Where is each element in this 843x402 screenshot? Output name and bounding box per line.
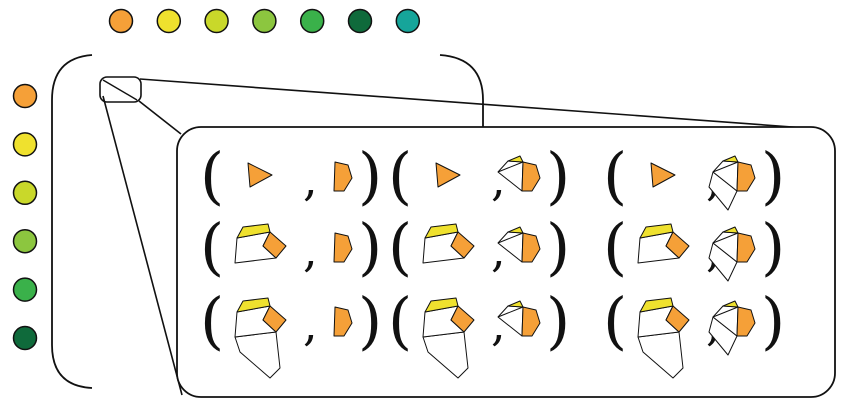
pair-cell: (,) [200, 284, 382, 379]
open-paren: ( [388, 284, 412, 357]
right-bracket [439, 54, 484, 127]
orange-pentagon-shape [521, 306, 541, 337]
light-green-dot [12, 228, 38, 254]
pair-cell: (,) [388, 284, 570, 379]
yellow-tip-region [722, 300, 739, 308]
close-paren: ) [546, 284, 570, 357]
comma-separator: , [303, 223, 318, 277]
yellow-dot [156, 8, 182, 34]
pair-cell: (,) [603, 210, 785, 283]
yellow-tip-region [507, 300, 524, 308]
open-paren: ( [388, 210, 412, 283]
orange-triangle-shape [247, 162, 273, 188]
left-bracket [51, 54, 93, 389]
inner-edge [497, 161, 524, 173]
inner-edge [497, 306, 524, 318]
yellow-tip-region [722, 226, 739, 234]
orange-pentagon-shape [521, 232, 541, 263]
orange-wing-region [450, 231, 475, 259]
orange-triangle-shape [650, 162, 676, 188]
left-color-dots [12, 83, 38, 351]
close-paren: ) [761, 284, 785, 357]
pair-cell: (,) [200, 139, 382, 212]
top-color-dots [108, 8, 421, 34]
comma-separator: , [303, 152, 318, 206]
dark-green-dot [12, 325, 38, 351]
green-dot [299, 8, 325, 34]
pair-cell: (,) [603, 284, 785, 379]
open-paren: ( [388, 139, 412, 212]
yellow-cap-region [639, 223, 674, 239]
yellow-cap-region [236, 223, 271, 239]
open-paren: ( [603, 210, 627, 283]
zoom-line-top [139, 78, 807, 129]
yellow-cap-region [639, 297, 674, 313]
yellow-tip-region [507, 226, 524, 234]
pair-grid: (,)(,)(,)(,)(,)(,)(,)(,)(,) [200, 139, 785, 379]
orange-pentagon-shape [521, 161, 541, 192]
yellow-tip-region [507, 155, 524, 163]
lime-dot [12, 180, 38, 206]
orange-triangle-shape [435, 162, 461, 188]
pair-cell: (,) [603, 139, 785, 212]
pair-cell: (,) [388, 210, 570, 283]
yellow-tip-region [722, 155, 739, 163]
orange-wing-region [262, 305, 287, 333]
pair-cell: (,) [200, 210, 382, 283]
pair-cell: (,) [388, 139, 570, 212]
close-paren: ) [546, 210, 570, 283]
yellow-cap-region [424, 223, 459, 239]
close-paren: ) [761, 210, 785, 283]
orange-pentagon-shape [333, 161, 353, 192]
comma-separator: , [491, 223, 506, 277]
open-paren: ( [603, 284, 627, 357]
orange-wing-region [665, 231, 690, 259]
inner-edge [712, 306, 739, 318]
orange-dot [12, 83, 38, 109]
zoom-source-rect [99, 76, 142, 103]
orange-pentagon-shape [736, 306, 756, 337]
inner-edge [497, 232, 524, 244]
close-paren: ) [761, 139, 785, 212]
inner-edge [712, 232, 739, 244]
orange-wing-region [262, 231, 287, 259]
close-paren: ) [358, 210, 382, 283]
orange-pentagon-shape [736, 232, 756, 263]
teal-dot [395, 8, 421, 34]
close-paren: ) [546, 139, 570, 212]
comma-separator: , [491, 152, 506, 206]
lime-dot [204, 8, 229, 34]
open-paren: ( [200, 210, 224, 283]
close-paren: ) [358, 284, 382, 357]
yellow-cap-region [424, 297, 459, 313]
yellow-cap-region [236, 297, 271, 313]
orange-pentagon-shape [333, 232, 353, 263]
inner-edge [712, 161, 739, 173]
dark-green-dot [347, 8, 373, 34]
orange-wing-region [665, 305, 690, 333]
open-paren: ( [200, 284, 224, 357]
orange-pentagon-shape [736, 161, 756, 192]
yellow-dot [12, 132, 38, 157]
zoom-line-bottom [102, 95, 183, 396]
green-dot [12, 277, 38, 302]
comma-separator: , [491, 297, 506, 351]
open-paren: ( [603, 139, 627, 212]
zoom-diagonal [102, 79, 138, 101]
orange-dot [108, 8, 134, 34]
orange-wing-region [450, 305, 475, 333]
close-paren: ) [358, 139, 382, 212]
zoom-line-middle [138, 100, 182, 135]
orange-pentagon-shape [333, 306, 353, 337]
light-green-dot [252, 8, 277, 34]
comma-separator: , [303, 297, 318, 351]
open-paren: ( [200, 139, 224, 212]
